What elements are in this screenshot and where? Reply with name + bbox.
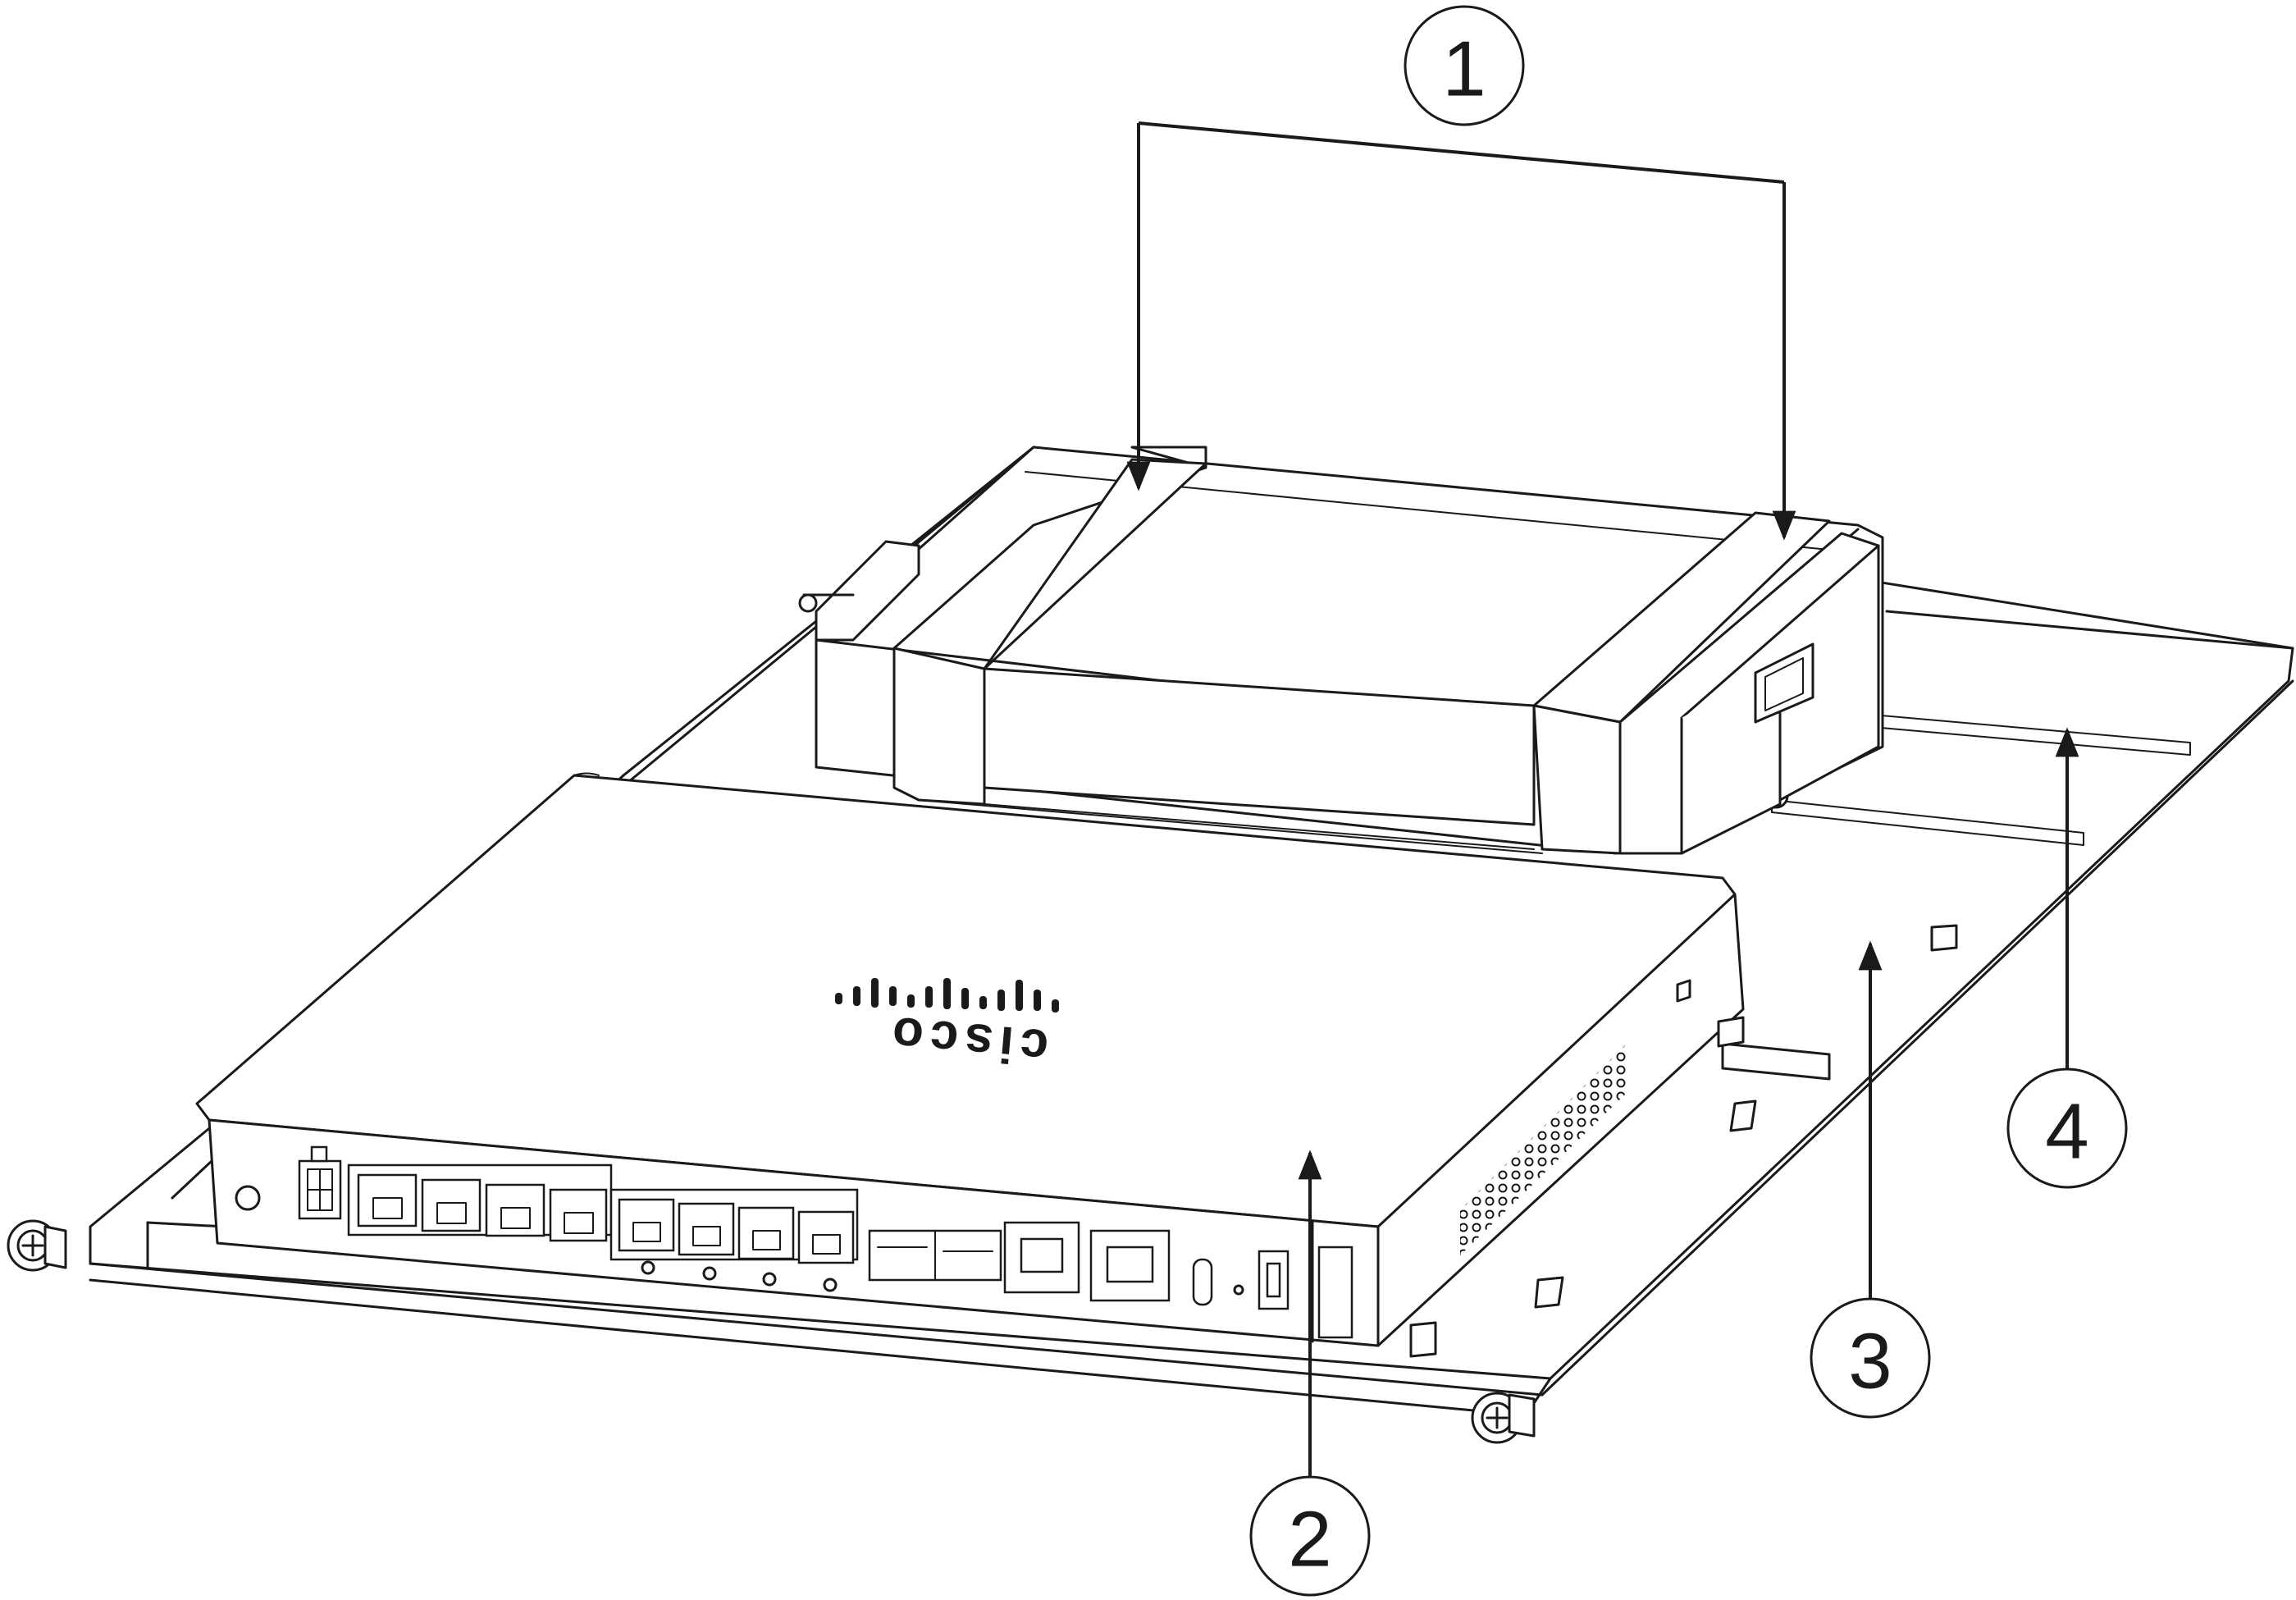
callout-2: 2	[1249, 1150, 1371, 1597]
thumbscrew-right-icon	[1471, 1392, 1536, 1444]
ethernet-port-icon	[549, 1188, 608, 1242]
sfp-ports	[868, 1229, 1002, 1282]
ethernet-ports-group-2	[609, 1188, 859, 1264]
power-supply	[798, 446, 1884, 855]
vent-grille	[1460, 1042, 1628, 1255]
ethernet-port-icon	[678, 1202, 735, 1256]
callout-1: 1	[1126, 5, 1796, 541]
thumbscrew-left-icon	[7, 1219, 67, 1272]
callout-3: 3	[1810, 940, 1931, 1419]
callout-4: 4	[2006, 727, 2128, 1189]
ethernet-port-icon	[737, 1206, 795, 1260]
ethernet-port-icon	[618, 1198, 675, 1252]
svg-text:1: 1	[1442, 25, 1486, 113]
card-slot-icon	[1317, 1246, 1353, 1339]
svg-text:2: 2	[1288, 1496, 1331, 1584]
ethernet-port-icon	[485, 1183, 545, 1237]
router-device: cisco	[195, 772, 1745, 1347]
ethernet-ports-group-1	[347, 1163, 613, 1242]
ethernet-port-icon	[797, 1210, 855, 1264]
ground-screw-icon	[235, 1185, 261, 1211]
svg-text:cisco: cisco	[883, 1005, 1051, 1076]
power-inlet-icon	[1754, 642, 1814, 724]
cisco-logo: cisco	[883, 1005, 1051, 1076]
console-port-icon	[1089, 1229, 1171, 1302]
cisco-logo-bars	[835, 978, 1059, 1013]
ethernet-port-icon	[357, 1173, 418, 1227]
usb-c-port-icon	[1192, 1258, 1213, 1306]
svg-text:4: 4	[2045, 1088, 2088, 1176]
ethernet-port-icon	[421, 1178, 482, 1232]
svg-text:3: 3	[1848, 1318, 1892, 1406]
status-leds	[641, 1260, 838, 1292]
power-connector-icon	[298, 1145, 342, 1220]
